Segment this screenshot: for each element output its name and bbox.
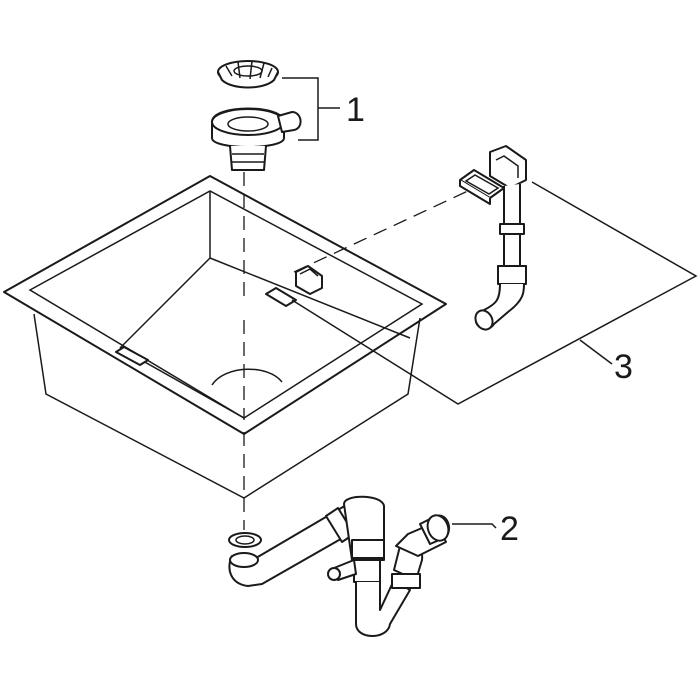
overflow-slot — [115, 346, 149, 366]
siphon-trap — [228, 495, 451, 637]
sink-basin — [3, 175, 447, 499]
callout-1: 1 — [282, 77, 365, 141]
callout-3: 3 — [291, 181, 698, 405]
callout-2: 2 — [452, 510, 519, 548]
callout-2-number: 2 — [500, 510, 519, 548]
strainer-basket — [217, 60, 279, 89]
overflow-pipe — [474, 145, 527, 331]
callout-1-number: 1 — [346, 91, 365, 129]
overflow-axis-line — [293, 189, 471, 273]
strainer-waste-body — [211, 107, 302, 171]
overflow-insert — [265, 265, 323, 307]
callout-3-number: 3 — [614, 348, 633, 386]
tailpiece-connector — [228, 532, 262, 548]
